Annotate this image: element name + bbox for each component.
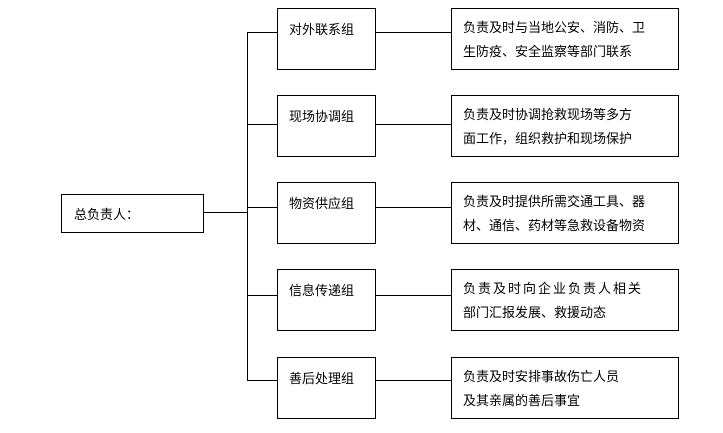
branch-connector-4 [247,295,277,296]
root-label: 总负责人： [74,208,140,223]
desc-line: 及其亲属的善后事宜 [463,394,581,409]
desc-line: 部门汇报发展、救援动态 [463,306,607,321]
desc-connector-5 [376,380,451,381]
group-box-3: 物资供应组 [277,182,376,244]
desc-box-4: 负责及时向企业负责人相关 部门汇报发展、救援动态 [451,269,679,331]
desc-connector-3 [376,207,451,208]
desc-line: 面工作，组织救护和现场保护 [463,132,633,147]
desc-line: 负责及时提供所需交通工具、器 [463,195,646,210]
group-box-2: 现场协调组 [277,95,376,157]
desc-line: 负责及时向企业负责人相关 [463,282,644,297]
desc-connector-2 [376,124,451,125]
desc-box-1: 负责及时与当地公安、消防、卫 生防疫、安全监察等部门联系 [451,8,679,70]
trunk-line [247,32,248,380]
root-connector [204,212,248,213]
group-name: 物资供应组 [289,197,355,212]
desc-line: 材、通信、药材等急救设备物资 [463,219,646,234]
branch-connector-5 [247,380,277,381]
group-name: 对外联系组 [289,23,355,38]
desc-connector-1 [376,32,451,33]
group-name: 现场协调组 [289,110,355,125]
group-box-5: 善后处理组 [277,357,376,419]
desc-box-5: 负责及时安排事故伤亡人员 及其亲属的善后事宜 [451,357,679,419]
group-box-1: 对外联系组 [277,8,376,70]
branch-connector-3 [247,207,277,208]
desc-box-2: 负责及时协调抢救现场等多方 面工作，组织救护和现场保护 [451,95,679,157]
desc-line: 负责及时与当地公安、消防、卫 [463,21,646,36]
group-name: 善后处理组 [289,372,355,387]
group-name: 信息传递组 [289,284,355,299]
group-box-4: 信息传递组 [277,269,376,331]
branch-connector-2 [247,124,277,125]
desc-connector-4 [376,295,451,296]
desc-line: 负责及时安排事故伤亡人员 [463,370,620,385]
branch-connector-1 [247,32,277,33]
desc-line: 生防疫、安全监察等部门联系 [463,45,633,60]
root-box: 总负责人： [61,194,204,233]
desc-box-3: 负责及时提供所需交通工具、器 材、通信、药材等急救设备物资 [451,182,679,244]
desc-line: 负责及时协调抢救现场等多方 [463,108,633,123]
